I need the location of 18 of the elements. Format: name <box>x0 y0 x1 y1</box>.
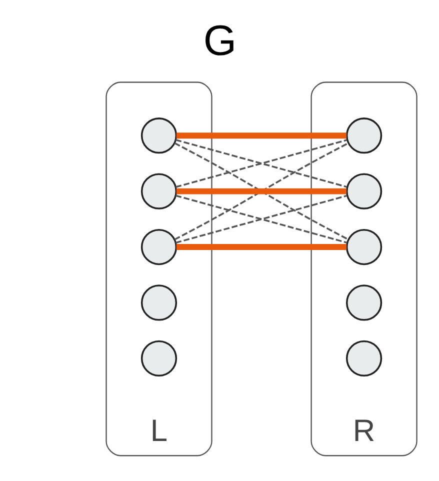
cluster: L <box>105 82 212 456</box>
connector <box>176 188 346 194</box>
connector <box>174 142 348 240</box>
node-circle <box>140 284 177 321</box>
node-circle <box>345 284 382 321</box>
node-circle <box>140 228 177 266</box>
node-circle <box>345 228 382 266</box>
diagram-title: G <box>202 16 236 65</box>
connector <box>176 244 346 250</box>
node-circle <box>345 173 382 210</box>
connector <box>176 132 346 139</box>
node-circle <box>140 118 177 154</box>
node-circle <box>140 173 177 210</box>
node-circle <box>140 340 177 376</box>
node-circle <box>345 118 382 154</box>
node-circle <box>345 340 382 376</box>
connector <box>175 139 347 188</box>
cluster: R <box>310 82 417 456</box>
